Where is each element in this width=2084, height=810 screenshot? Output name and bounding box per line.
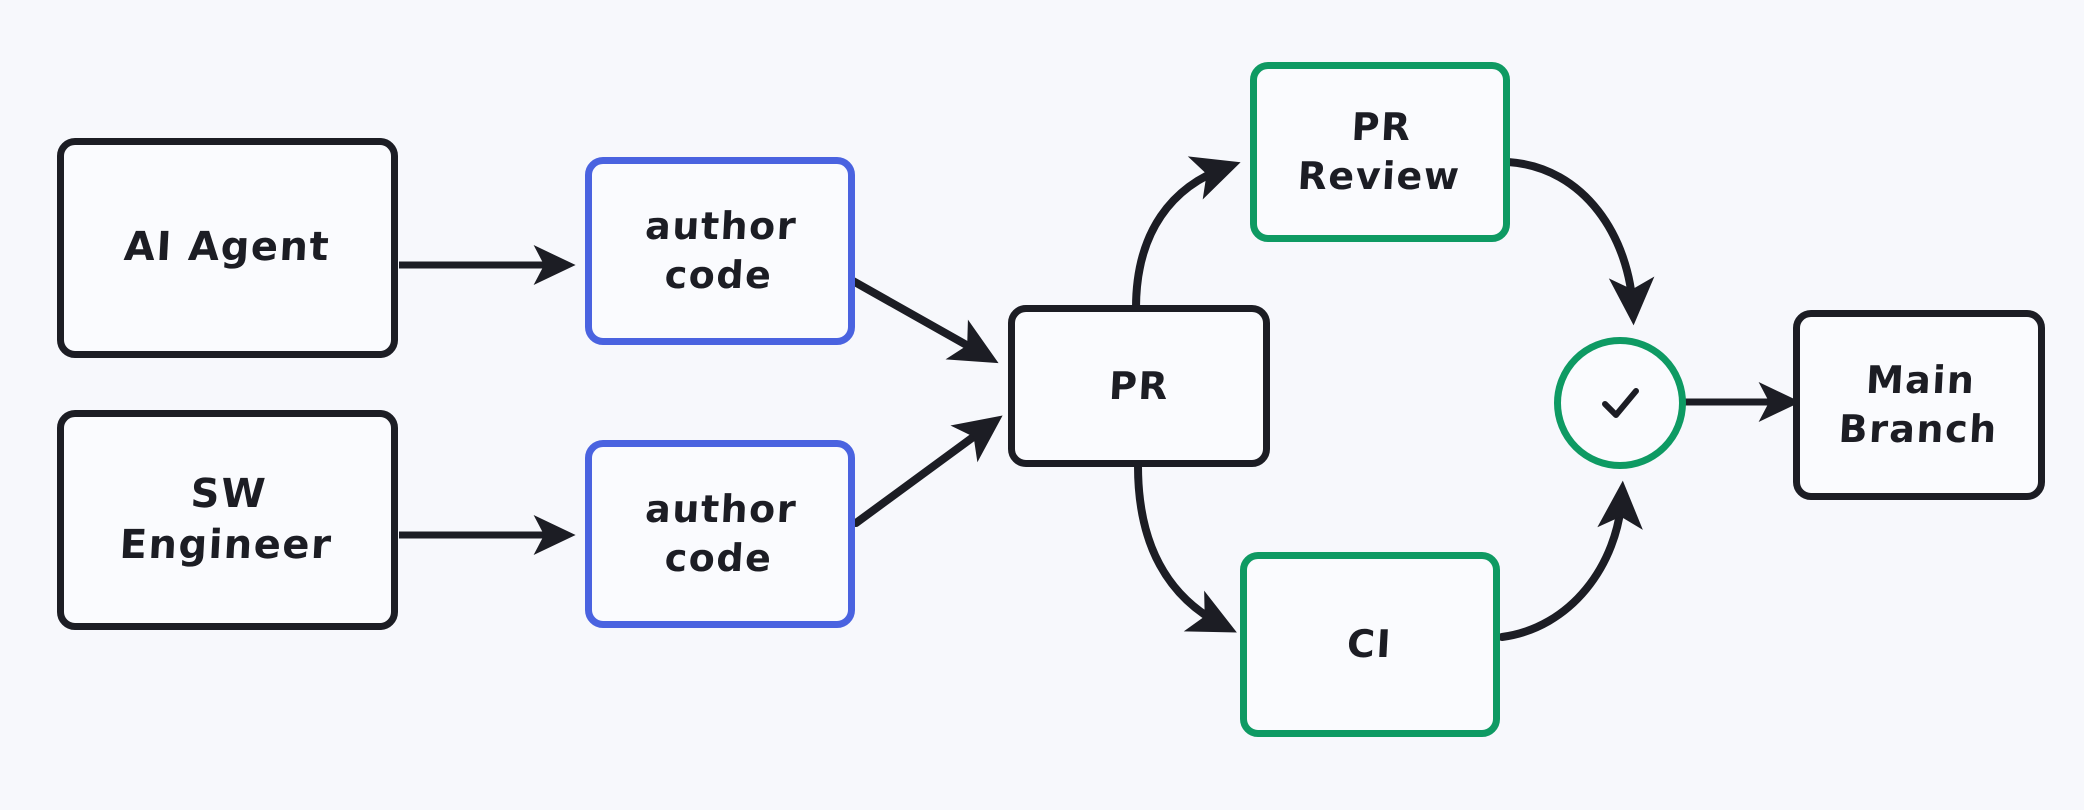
edge-pr-to-ci	[1134, 462, 1237, 633]
node-ai-agent[interactable]: AI Agent	[57, 138, 398, 358]
node-ci[interactable]: CI	[1240, 552, 1500, 737]
edge-author-code-top-to-pr	[849, 277, 999, 364]
check-icon	[1589, 372, 1651, 434]
node-author-code-bottom[interactable]: author code	[585, 440, 855, 628]
node-author-code-top-label: author code	[644, 204, 799, 297]
node-main-branch[interactable]: Main Branch	[1793, 310, 2045, 500]
node-author-code-top[interactable]: author code	[585, 157, 855, 345]
node-sw-engineer-label: SW Engineer	[118, 470, 334, 568]
node-pr-review-label: PR Review	[1296, 105, 1462, 198]
node-check-gate[interactable]	[1554, 337, 1686, 469]
node-sw-engineer[interactable]: SW Engineer	[57, 410, 398, 630]
edge-ci-to-check	[1498, 480, 1643, 641]
node-pr-label: PR	[1107, 363, 1171, 408]
node-main-branch-label: Main Branch	[1837, 358, 1999, 451]
edge-pr-review-to-check	[1504, 158, 1655, 326]
edge-pr-to-pr-review	[1132, 156, 1241, 312]
node-ci-label: CI	[1346, 622, 1394, 667]
node-ai-agent-label: AI Agent	[123, 224, 332, 271]
node-author-code-bottom-label: author code	[644, 487, 799, 580]
node-pr-review[interactable]: PR Review	[1250, 62, 1510, 242]
edge-author-code-bottom-to-pr	[852, 415, 1003, 527]
node-pr[interactable]: PR	[1008, 305, 1270, 467]
